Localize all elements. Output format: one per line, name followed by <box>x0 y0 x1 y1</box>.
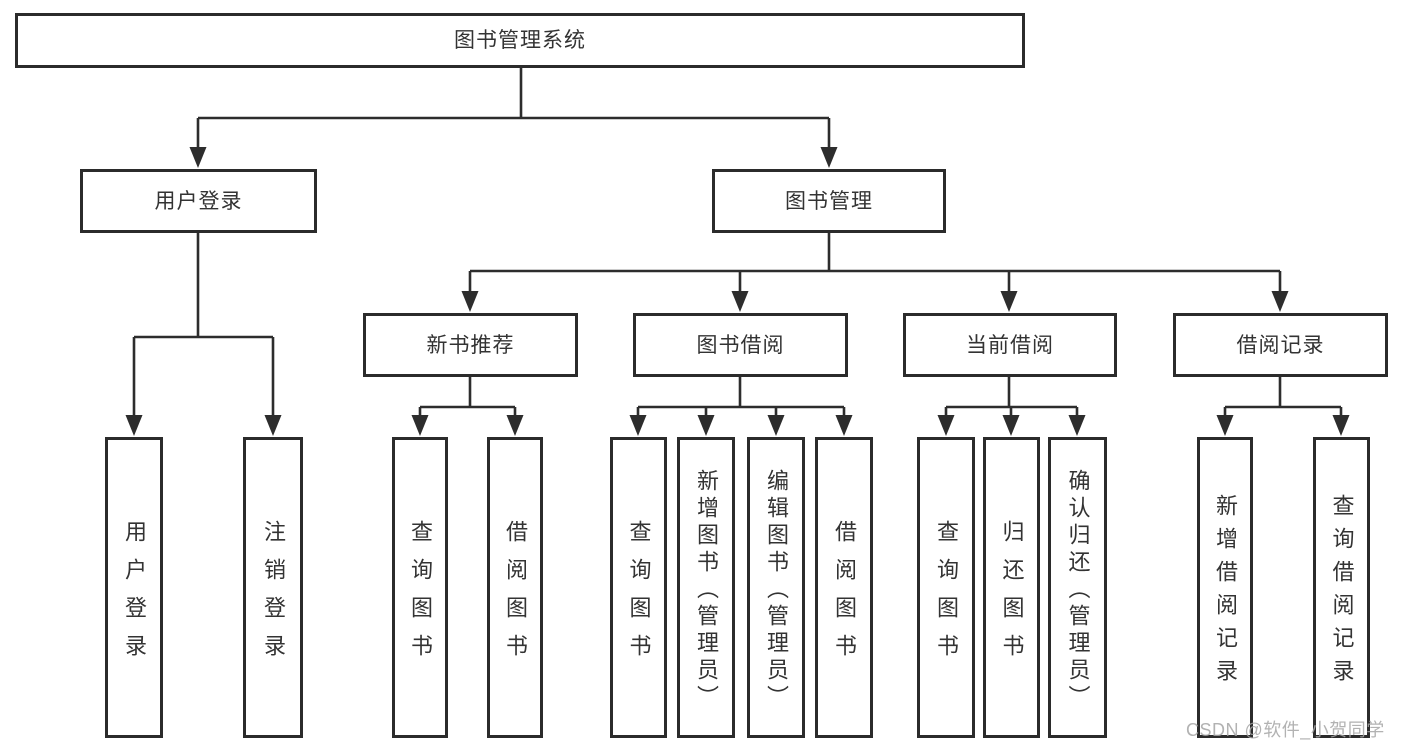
leaf-query-books-recommend-label: 查询图书 <box>408 519 433 672</box>
leaf-borrow-books-recommend: 借阅图书 <box>487 437 543 738</box>
leaf-borrow-books: 借阅图书 <box>815 437 873 738</box>
node-book-management: 图书管理 <box>712 169 946 233</box>
leaf-borrow-books-recommend-label: 借阅图书 <box>503 519 528 672</box>
node-current-borrow: 当前借阅 <box>903 313 1117 377</box>
leaf-query-borrow-record-label: 查询借阅记录 <box>1329 494 1355 692</box>
node-book-borrow: 图书借阅 <box>633 313 848 377</box>
node-root: 图书管理系统 <box>15 13 1025 68</box>
leaf-return-books-label: 归还图书 <box>999 519 1025 672</box>
arrowheads <box>125 147 1350 436</box>
node-user-login: 用户登录 <box>80 169 317 233</box>
leaf-query-borrow-record: 查询借阅记录 <box>1313 437 1370 738</box>
watermark: CSDN @软件_小贺同学 <box>1186 720 1385 740</box>
leaf-confirm-return-admin-label: 确认归还（管理员） <box>1065 468 1091 712</box>
leaf-query-books-borrow: 查询图书 <box>610 437 667 738</box>
leaf-edit-books-admin-label: 编辑图书（管理员） <box>764 468 789 712</box>
leaf-edit-books-admin: 编辑图书（管理员） <box>747 437 805 738</box>
node-new-book-recommend-label: 新书推荐 <box>426 333 515 357</box>
leaf-add-borrow-record: 新增借阅记录 <box>1197 437 1253 738</box>
leaf-borrow-books-label: 借阅图书 <box>832 519 857 672</box>
leaf-query-books-recommend: 查询图书 <box>392 437 448 738</box>
node-book-management-label: 图书管理 <box>785 189 873 213</box>
node-new-book-recommend: 新书推荐 <box>363 313 578 377</box>
leaf-add-books-admin: 新增图书（管理员） <box>677 437 735 738</box>
leaf-user-login-label: 用户登录 <box>122 519 147 672</box>
leaf-query-books-current-label: 查询图书 <box>934 519 959 672</box>
leaf-confirm-return-admin: 确认归还（管理员） <box>1048 437 1107 738</box>
leaf-user-login: 用户登录 <box>105 437 163 738</box>
node-root-label: 图书管理系统 <box>454 29 586 52</box>
node-borrow-records: 借阅记录 <box>1173 313 1388 377</box>
leaf-logout: 注销登录 <box>243 437 303 738</box>
node-user-login-label: 用户登录 <box>154 189 243 213</box>
node-book-borrow-label: 图书借阅 <box>696 333 785 357</box>
leaf-add-books-admin-label: 新增图书（管理员） <box>694 468 719 712</box>
node-borrow-records-label: 借阅记录 <box>1236 333 1325 357</box>
leaf-return-books: 归还图书 <box>983 437 1040 738</box>
leaf-query-books-current: 查询图书 <box>917 437 975 738</box>
leaf-add-borrow-record-label: 新增借阅记录 <box>1213 494 1238 692</box>
node-current-borrow-label: 当前借阅 <box>966 333 1054 357</box>
leaf-logout-label: 注销登录 <box>261 519 286 672</box>
leaf-query-books-borrow-label: 查询图书 <box>626 519 652 672</box>
